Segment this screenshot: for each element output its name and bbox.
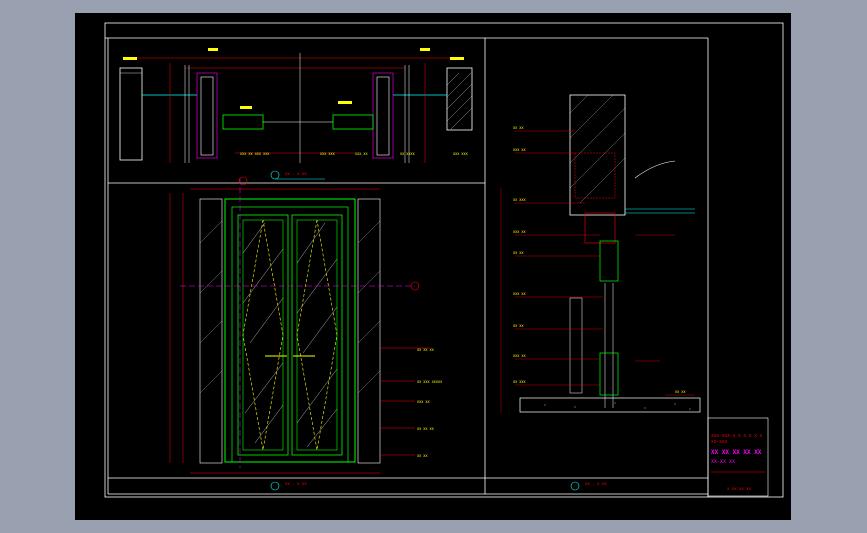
sheet-frame (104, 22, 784, 498)
title-footer: X XX XX XX (727, 488, 752, 492)
sec-label-6: XX XX (513, 325, 524, 329)
title-drawing-no: XX-XX XX (711, 459, 735, 465)
title-line2: XX-XXX (711, 439, 728, 445)
sec-label-5: XXX XX (513, 293, 527, 297)
sec-label-4: XX XX (513, 252, 524, 256)
elev-label-3: XX XX XX (417, 428, 435, 432)
sec-label-8: XX XXX (513, 381, 527, 385)
section-title: XX - X XX (585, 483, 607, 487)
cad-viewport[interactable]: XXX-XXX-X X X X X X XX-XXX XX XX XX XX X… (75, 13, 791, 520)
title-block: XXX-XXX-X X X X X X XX-XXX XX XX XX XX X… (707, 417, 769, 497)
elevation-title: XX - X XX (285, 483, 307, 487)
elev-label-1: XX XXX XXXXX (417, 381, 443, 385)
section-view[interactable]: XX XX XXX XX XX XXX XXX XX XX XX XXX XX … (500, 94, 701, 491)
sec-label-2: XX XXX (513, 199, 527, 203)
sec-label-9: XX XX (675, 391, 686, 395)
elev-label-4: XX XX (417, 455, 428, 459)
sec-label-3: XXX XX (513, 231, 527, 235)
plan-label-3: XX XXXX (400, 153, 416, 157)
elev-label-2: XXX XX (417, 401, 431, 405)
circle-section-icon (270, 170, 280, 180)
plan-view[interactable]: XXX XX XXX XXX XXX XXX XXX XX XX XXXX XX… (119, 48, 473, 180)
title-project: XX XX XX XX XX (711, 449, 762, 456)
plan-title: XX - X XX (285, 173, 307, 177)
sec-label-7: XXX XX (513, 355, 527, 359)
plan-label-1: XXX XXX (320, 153, 336, 157)
cad-drawing[interactable]: XXX-XXX-X X X X X X XX-XXX XX XX XX XX X… (75, 13, 791, 520)
plan-label-4: XXX XXX (453, 153, 469, 157)
plan-label-2: XXX XX (355, 153, 369, 157)
plan-label-0: XXX XX XXX XXX (240, 153, 270, 157)
sec-label-0: XX XX (513, 127, 524, 131)
sec-label-1: XXX XX (513, 149, 527, 153)
title-line1: XXX-XXX-X X X X X X (711, 433, 763, 439)
elevation-view[interactable]: XX XX XX XX XXX XXXXX XXX XX XX XX XX XX… (169, 176, 443, 491)
elev-label-0: XX XX XX (417, 349, 435, 353)
